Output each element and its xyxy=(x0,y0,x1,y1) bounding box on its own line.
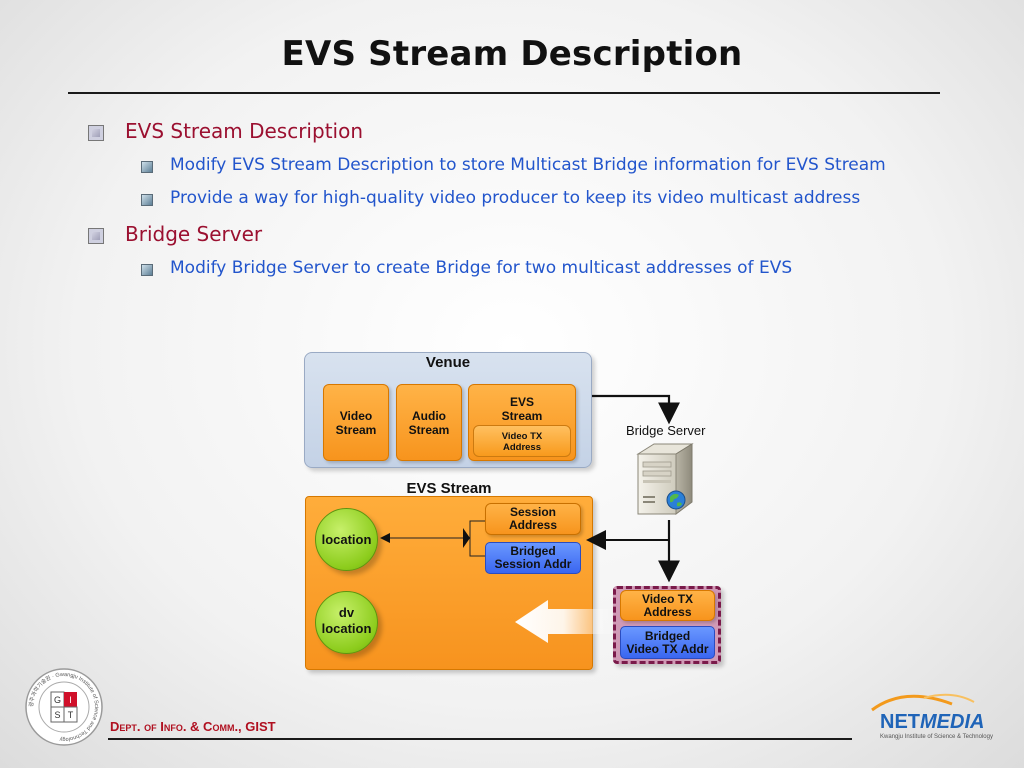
bridged-session-label-1: Bridged xyxy=(510,544,556,558)
bridged-session-addr-box: Bridged Session Addr xyxy=(485,542,581,574)
video-tx-label-2: Address xyxy=(643,605,692,619)
video-tx-address-box: Video TX Address xyxy=(620,590,715,621)
bullet-marker-icon xyxy=(88,228,104,244)
bridged-vtx-label-1: Bridged xyxy=(644,629,691,643)
evs-stream-label-1: EVS xyxy=(509,395,534,409)
bullet-evs-stream-description: EVS Stream Description xyxy=(125,119,363,143)
sub-bullet-provide-way: Provide a way for high-quality video pro… xyxy=(170,188,861,208)
gist-seal-logo: 광주과학기술원 · Gwangju Institute of Science a… xyxy=(25,668,103,746)
sub-bullet-modify-bridge: Modify Bridge Server to create Bridge fo… xyxy=(170,258,793,278)
venue-title: Venue xyxy=(425,354,471,371)
evs-stream-title: EVS Stream xyxy=(406,480,492,497)
location-label: location xyxy=(321,532,372,547)
gist-letter-s: S xyxy=(54,710,60,720)
server-icon xyxy=(636,443,694,515)
session-address-label-2: Address xyxy=(508,518,558,532)
venue-video-tx-address: Video TX Address xyxy=(473,425,571,457)
venue-vtx-label-2: Address xyxy=(502,442,541,453)
location-node: location xyxy=(315,508,378,571)
session-address-label-1: Session xyxy=(509,505,557,519)
bullet-bridge-server: Bridge Server xyxy=(125,222,263,246)
sub-bullet-modify-evs: Modify EVS Stream Description to store M… xyxy=(170,155,886,175)
audio-stream-label-1: Audio xyxy=(412,409,446,423)
video-tx-label-1: Video TX xyxy=(641,592,694,606)
dv-location-node: dv location xyxy=(315,591,378,654)
venue-to-server-arrow xyxy=(592,394,680,425)
sub-bullet-marker-icon xyxy=(141,161,153,173)
session-address-box: Session Address xyxy=(485,503,581,535)
video-stream-box: Video Stream xyxy=(323,384,389,461)
bullet-marker-icon xyxy=(88,125,104,141)
dv-location-label-1: dv xyxy=(338,605,355,620)
netmedia-logo: NET MEDIA Kwangju Institute of Science &… xyxy=(871,693,993,740)
bridged-video-tx-addr-box: Bridged Video TX Addr xyxy=(620,626,715,659)
venue-vtx-label-1: Video TX xyxy=(501,431,543,442)
audio-stream-box: Audio Stream xyxy=(396,384,462,461)
title-underline xyxy=(68,92,940,94)
evs-stream-label-2: Stream xyxy=(501,409,543,423)
audio-stream-label-2: Stream xyxy=(408,423,450,437)
dv-location-label-2: location xyxy=(321,621,372,636)
netmedia-net-text: NET xyxy=(880,711,920,733)
bridged-session-label-2: Session Addr xyxy=(494,557,572,571)
footer-department-text: Dept. of Info. & Comm., GIST xyxy=(110,719,276,734)
video-stream-label-2: Stream xyxy=(335,423,377,437)
gist-letter-g: G xyxy=(54,695,61,705)
bridged-vtx-label-2: Video TX Addr xyxy=(626,642,709,656)
bridge-server-label: Bridge Server xyxy=(626,423,706,438)
netmedia-subtitle: Kwangju Institute of Science & Technolog… xyxy=(880,734,993,740)
footer-rule xyxy=(108,738,852,740)
video-stream-label-1: Video xyxy=(339,409,373,423)
videotx-to-dv-arrow xyxy=(515,600,612,643)
gist-letter-t: T xyxy=(68,710,74,720)
sub-bullet-marker-icon xyxy=(141,194,153,206)
sub-bullet-marker-icon xyxy=(141,264,153,276)
footer-department: Dept. of Info. & Comm., GIST xyxy=(110,719,276,734)
netmedia-media-text: MEDIA xyxy=(920,711,984,733)
gist-letter-i: I xyxy=(69,695,72,705)
slide-title: EVS Stream Description xyxy=(281,34,743,74)
